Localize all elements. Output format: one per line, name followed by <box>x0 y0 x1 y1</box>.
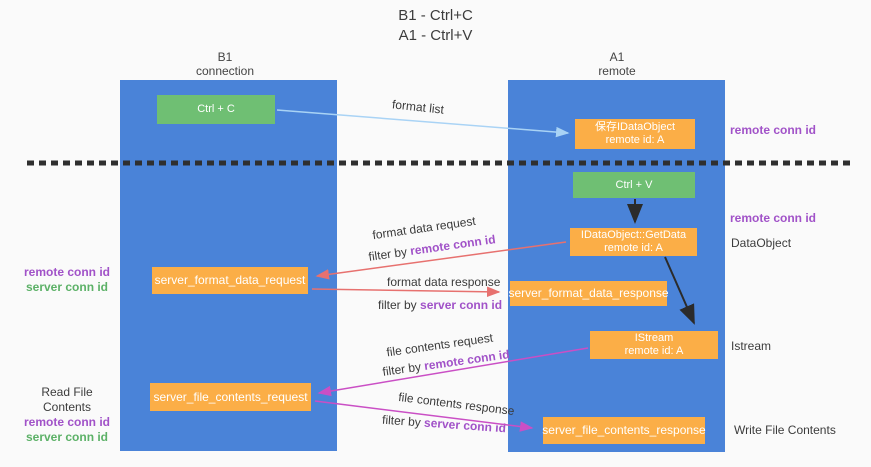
node-server-file-contents-response: server_file_contents_response <box>542 417 706 444</box>
filter-remote-conn-id: remote conn id <box>409 232 497 258</box>
title-line-1: B1 - Ctrl+C <box>398 7 473 24</box>
label-server-conn-id-left2: server conn id <box>25 430 109 444</box>
node-save-idataobject-label: 保存IDataObject <box>594 121 676 133</box>
label-group-file-ids: Read File Contents remote conn id server… <box>17 385 117 445</box>
node-idataobject-getdata: IDataObject::GetData remote id: A <box>570 228 697 256</box>
node-format-response-label: server_format_data_response <box>508 286 669 300</box>
label-filter-format-response: filter by server conn id <box>378 298 502 312</box>
column-a1-subtitle: remote <box>598 64 636 78</box>
label-remote-conn-id-left2: remote conn id <box>23 415 110 429</box>
node-save-idataobject-remote-id: remote id: A <box>605 134 665 146</box>
label-format-list: format list <box>391 97 445 117</box>
column-a1-name: A1 <box>609 50 625 64</box>
filter-by-text: filter by <box>381 359 422 379</box>
node-getdata-remote-id: remote id: A <box>604 242 663 254</box>
label-server-conn-id-left1: server conn id <box>25 280 109 294</box>
node-server-format-data-response: server_format_data_response <box>508 281 669 306</box>
label-write-file-contents: Write File Contents <box>734 423 836 437</box>
node-file-request-label: server_file_contents_request <box>153 389 308 404</box>
node-file-response-label: server_file_contents_response <box>542 423 706 437</box>
node-getdata-label: IDataObject::GetData <box>580 229 687 241</box>
column-b1-name: B1 <box>217 50 233 64</box>
node-ctrl-v-label: Ctrl + V <box>615 178 653 191</box>
node-ctrl-v: Ctrl + V <box>573 172 695 198</box>
label-dataobject: DataObject <box>731 236 792 250</box>
label-remote-conn-id-top: remote conn id <box>730 123 817 137</box>
node-format-request-label: server_format_data_request <box>154 273 306 287</box>
arrow-format-data-response <box>311 286 501 298</box>
node-istream-label: IStream <box>634 332 674 344</box>
label-format-data-response: format data response <box>387 275 501 289</box>
label-remote-conn-id-mid: remote conn id <box>730 211 817 225</box>
column-header-a1: A1 remote <box>552 50 682 78</box>
label-read-file-contents: Read File Contents <box>41 385 93 414</box>
node-ctrl-c: Ctrl + C <box>157 95 275 124</box>
label-group-format-ids: remote conn id server conn id <box>17 265 117 295</box>
node-server-file-contents-request: server_file_contents_request <box>150 383 311 411</box>
label-istream: Istream <box>731 339 772 353</box>
label-file-contents-response: file contents response <box>397 389 516 419</box>
node-istream: IStream remote id: A <box>590 331 718 359</box>
node-server-format-data-request: server_format_data_request <box>152 267 308 294</box>
label-filter-file-response: filter by server conn id <box>382 413 507 436</box>
column-b1-subtitle: connection <box>195 64 255 78</box>
title-line-2: A1 - Ctrl+V <box>398 27 473 44</box>
filter-by-text: filter by <box>381 412 422 430</box>
column-header-b1: B1 connection <box>160 50 290 78</box>
node-save-idataobject: 保存IDataObject remote id: A <box>575 119 695 149</box>
filter-server-conn-id: server conn id <box>423 415 507 436</box>
filter-by-text: filter by <box>378 298 417 312</box>
filter-server-conn-id: server conn id <box>420 298 503 312</box>
filter-by-text: filter by <box>367 244 408 264</box>
node-ctrl-c-label: Ctrl + C <box>197 103 235 115</box>
node-istream-remote-id: remote id: A <box>624 345 684 357</box>
label-remote-conn-id-left1: remote conn id <box>23 265 110 279</box>
diagram-title: B1 - Ctrl+C A1 - Ctrl+V <box>0 6 871 46</box>
